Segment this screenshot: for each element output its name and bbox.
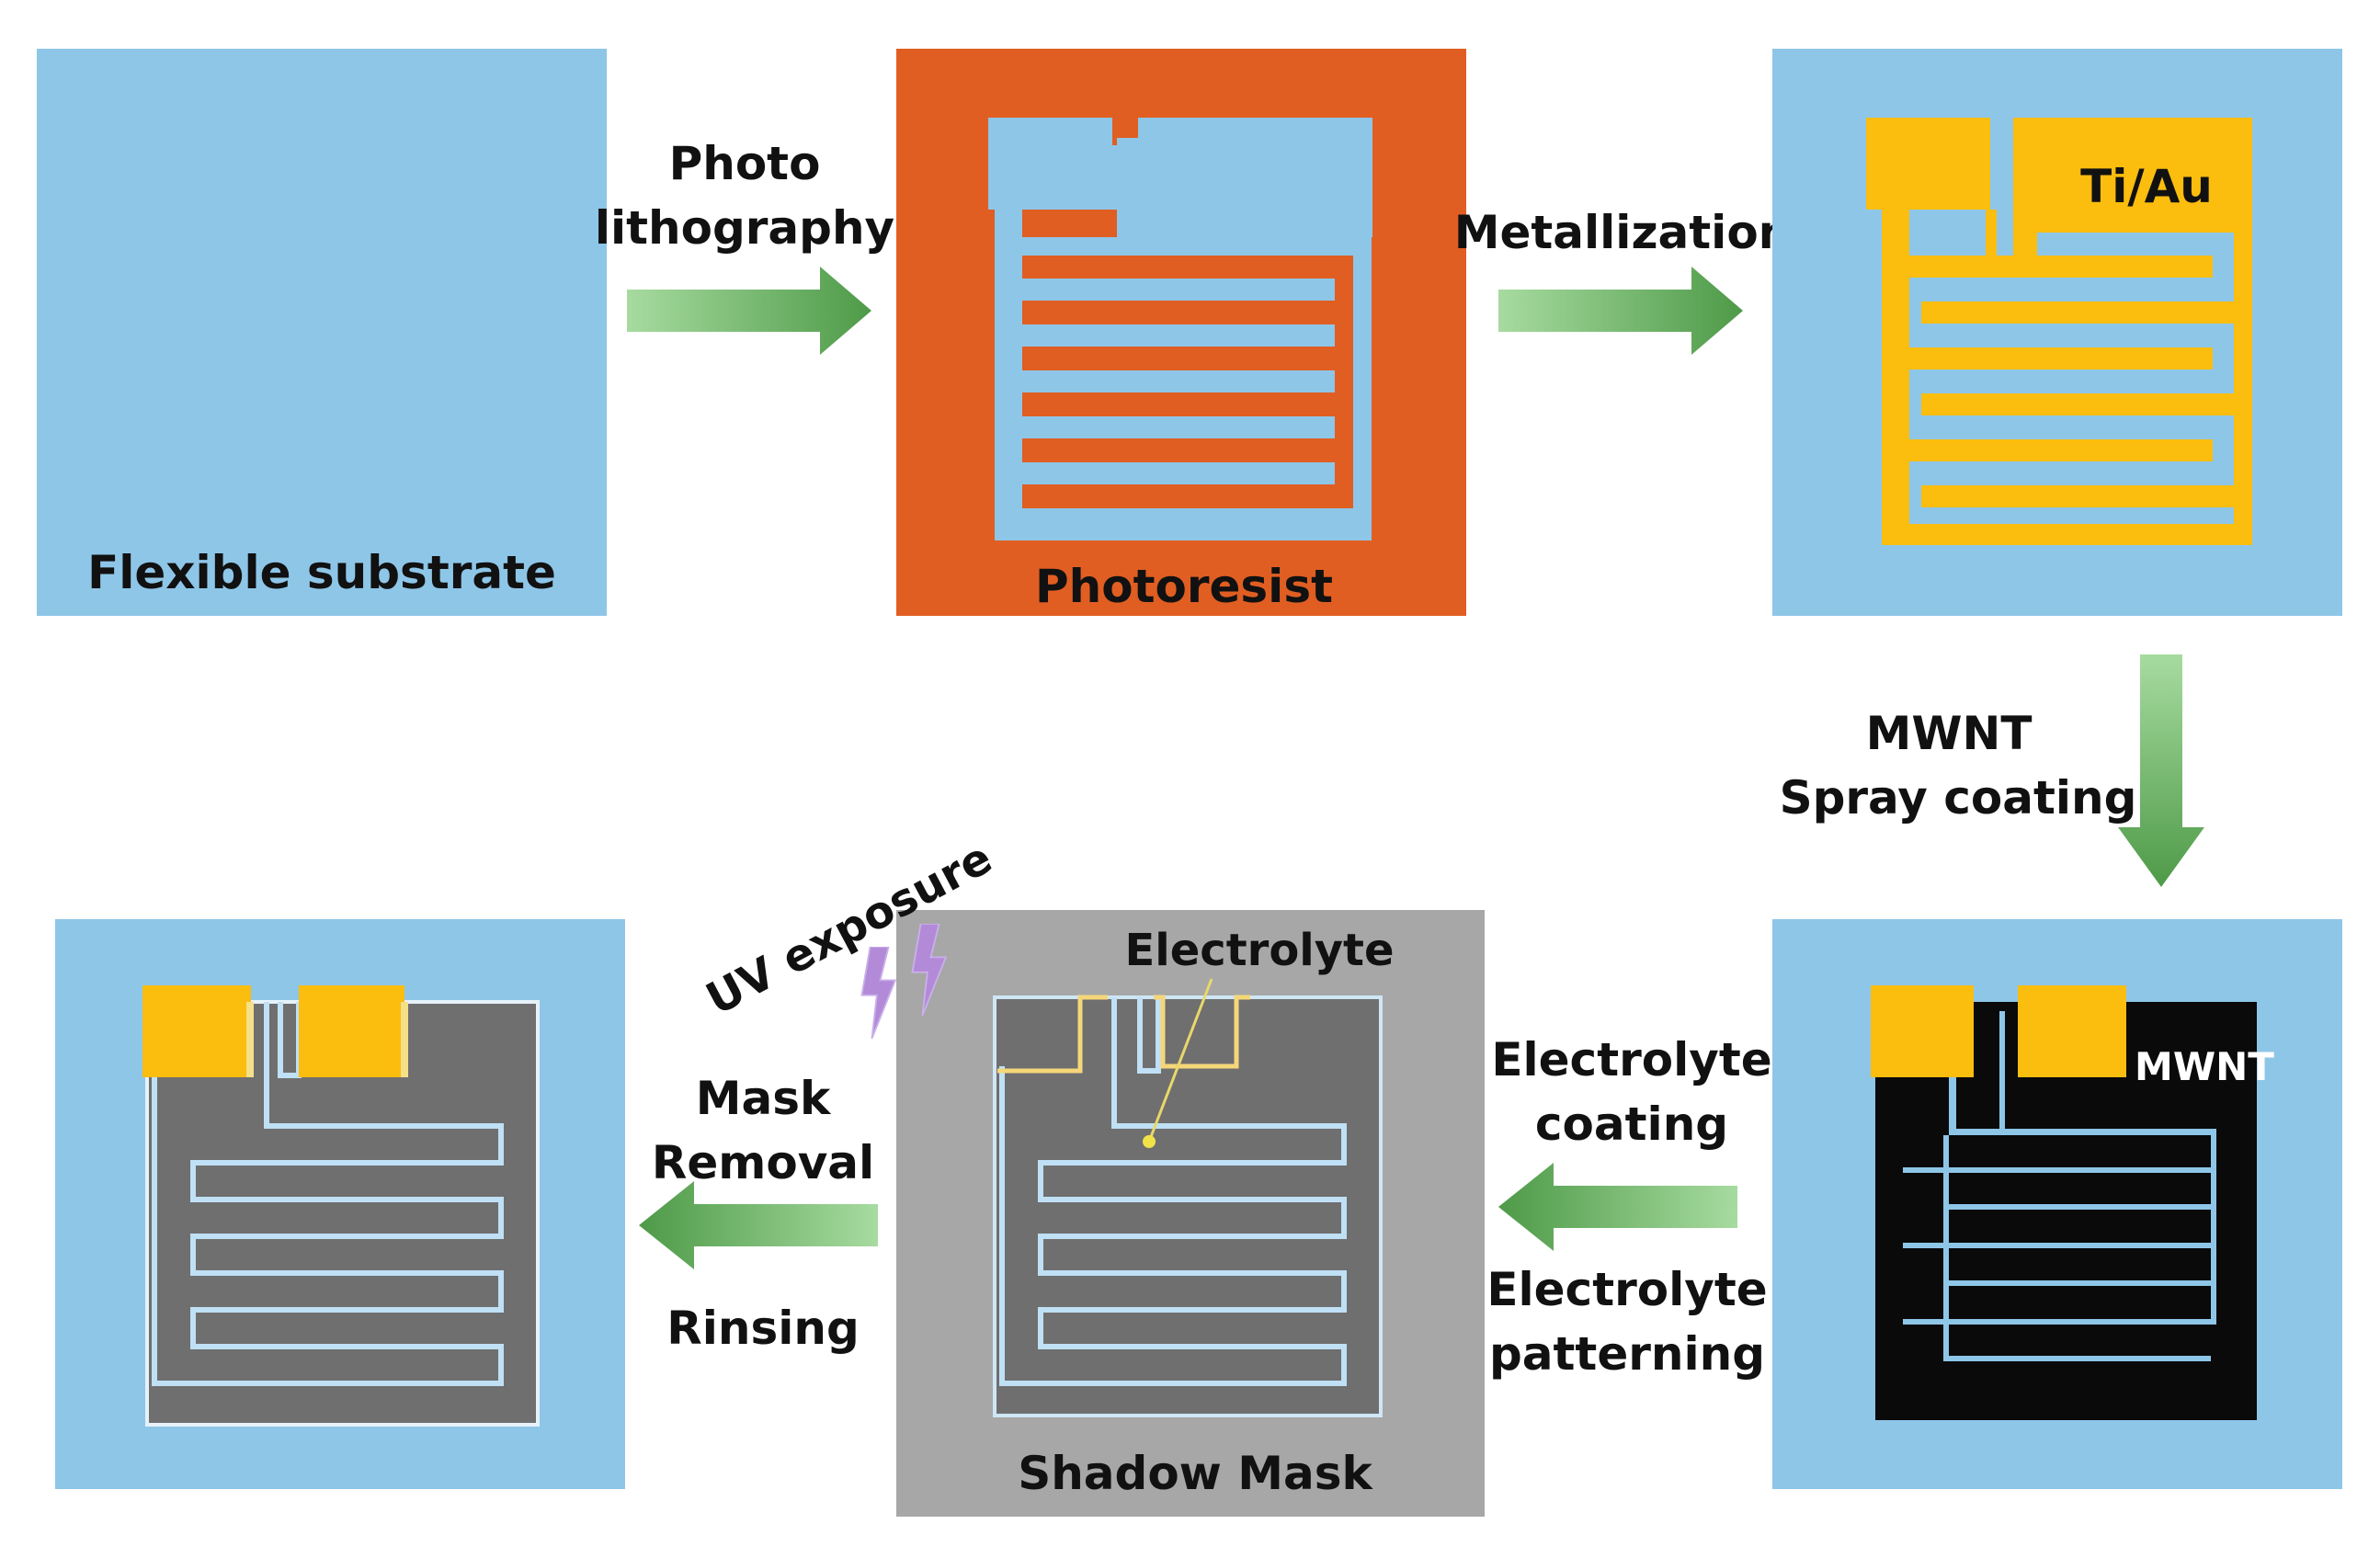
right-arrow-icon <box>627 267 871 355</box>
photolithography-label-line1: Photo <box>669 137 821 190</box>
metal-electrode-right <box>1882 118 2252 545</box>
arrow-mwnt-spray: MWNT Spray coating <box>1780 654 2204 887</box>
electrolyte-pointer-dot <box>1143 1135 1156 1148</box>
step-mwnt: MWNT <box>1772 919 2342 1489</box>
mask-removal-line1: Mask <box>696 1072 832 1125</box>
mask-pad-outline-left <box>997 995 1108 1074</box>
photolithography-label-line2: lithography <box>595 201 894 255</box>
step-final-device <box>55 919 625 1489</box>
metallization-label: Metallization <box>1454 206 1792 259</box>
left-arrow-icon <box>639 1181 878 1269</box>
step-shadow-mask: Electrolyte Shadow Mask <box>896 910 1485 1517</box>
photoresist-lines <box>1022 256 1353 507</box>
left-arrow-icon <box>1498 1163 1737 1251</box>
mwnt-pad-right <box>2018 985 2126 1077</box>
uv-bolt-icon <box>860 947 896 1039</box>
substrate-label: Flexible substrate <box>87 546 556 599</box>
arrow-metallization: Metallization <box>1454 206 1792 355</box>
mwnt-label: MWNT <box>2135 1044 2274 1089</box>
mask-removal-line2: Removal <box>652 1136 874 1189</box>
mwnt-gaps <box>1903 1011 2216 1361</box>
final-pad-left-edge <box>246 1002 254 1077</box>
photoresist-label: Photoresist <box>1035 560 1333 613</box>
electrolyte-patterning-line2: patterning <box>1489 1327 1765 1381</box>
final-pad-left <box>142 985 251 1077</box>
arrow-electrolyte: Electrolyte coating Electrolyte patterni… <box>1486 1033 1771 1381</box>
electrolyte-coating-line2: coating <box>1535 1097 1728 1151</box>
substrate-panel <box>37 49 607 616</box>
electrolyte-patterning-line1: Electrolyte <box>1486 1263 1767 1316</box>
arrow-mask-removal: Mask Removal Rinsing <box>639 1072 878 1355</box>
mask-label: Shadow Mask <box>1018 1447 1373 1500</box>
final-pad-right-edge <box>401 1002 408 1077</box>
final-pad-right <box>299 985 404 1077</box>
electrolyte-coating-line1: Electrolyte <box>1491 1033 1771 1086</box>
metal-electrode-left <box>1866 118 2213 527</box>
mask-electrode-outline <box>999 997 1347 1386</box>
step-photoresist: Photoresist <box>896 49 1466 616</box>
metal-label: Ti/Au <box>2080 160 2213 213</box>
electrolyte-label: Electrolyte <box>1124 925 1394 976</box>
electrolyte-area <box>993 995 1383 1417</box>
mwnt-spray-label-line1: MWNT <box>1866 707 2033 760</box>
step-metallization: Ti/Au <box>1772 49 2342 616</box>
rinsing-label: Rinsing <box>666 1302 860 1355</box>
electrolyte-pointer <box>1147 978 1213 1143</box>
arrow-photolithography: Photo lithography <box>595 137 894 355</box>
mask-pad-outline-right <box>1154 995 1250 1069</box>
mwnt-spray-label-line2: Spray coating <box>1780 771 2137 824</box>
right-arrow-icon <box>1498 267 1743 355</box>
down-arrow-icon <box>2118 654 2204 887</box>
step-flexible-substrate: Flexible substrate <box>37 49 607 616</box>
photoresist-pattern <box>988 118 1372 540</box>
mwnt-pad-left <box>1871 985 1974 1077</box>
